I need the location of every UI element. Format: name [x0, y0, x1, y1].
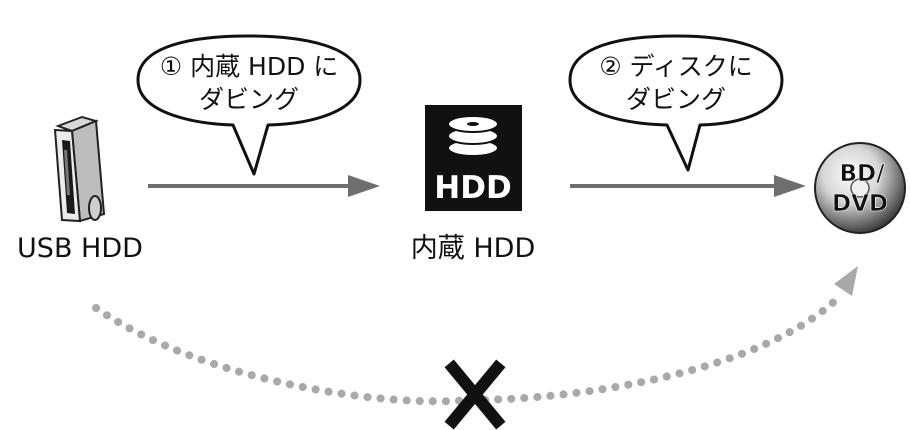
step1-text-line1: ① 内蔵 HDD に [160, 52, 339, 81]
not-allowed-cross-icon [444, 359, 506, 430]
internal-hdd-icon: HDD [425, 105, 522, 211]
step1-text-line2: ダビング [199, 85, 299, 114]
disc-label-line1: BD/ [839, 161, 885, 187]
bd-dvd-disc-icon: BD/ DVD [814, 142, 906, 234]
arrow-usb-to-internal [148, 175, 380, 197]
hdd-icon-text: HDD [434, 170, 511, 206]
dotted-blocked-path [92, 266, 858, 406]
step2-text-line1: ② ディスクに [599, 52, 753, 81]
step2-speech-bubble [568, 34, 784, 172]
disc-label-line2: DVD [832, 191, 888, 217]
arrow-internal-to-disc [570, 175, 806, 197]
usb-hdd-label: USB HDD [17, 233, 143, 264]
internal-hdd-label: 内蔵 HDD [411, 233, 535, 264]
step1-speech-bubble [136, 34, 362, 176]
usb-hdd-icon [53, 115, 106, 223]
step2-text-line2: ダビング [626, 85, 726, 114]
dotted-arrowhead [834, 266, 858, 296]
